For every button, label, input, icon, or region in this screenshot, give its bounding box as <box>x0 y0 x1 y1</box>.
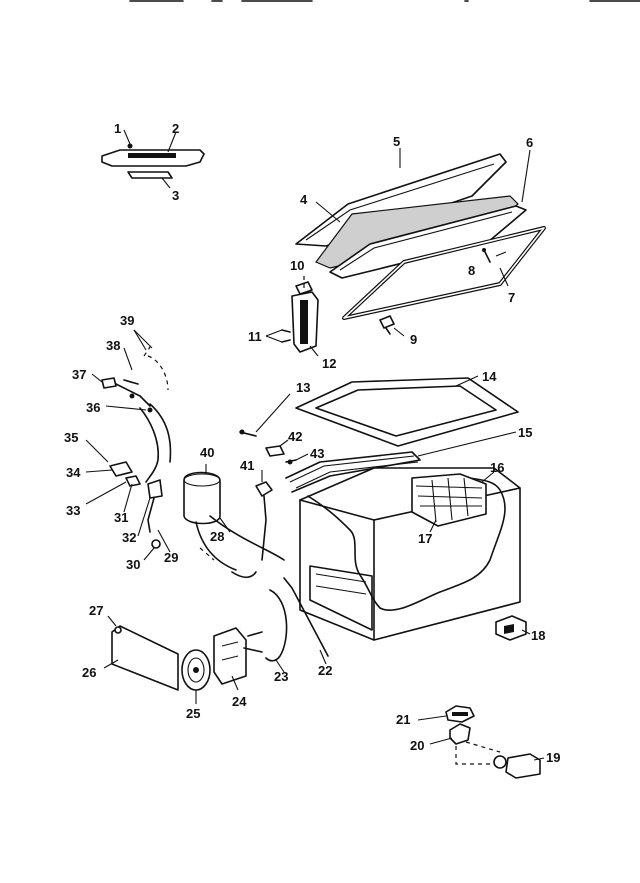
callout-24: 24 <box>232 694 247 709</box>
callout-38: 38 <box>106 338 120 353</box>
callout-33: 33 <box>66 503 80 518</box>
access-panel <box>111 625 179 691</box>
callout-40: 40 <box>200 445 214 460</box>
callout-19: 19 <box>546 750 560 765</box>
hinge-assembly <box>265 276 319 357</box>
cabinet-body <box>283 467 521 665</box>
callout-8: 8 <box>468 263 475 278</box>
callout-22: 22 <box>318 663 332 678</box>
lid-assembly <box>295 148 546 337</box>
callout-16: 16 <box>490 460 504 475</box>
callout-6: 6 <box>526 135 533 150</box>
thermostat-block <box>495 615 531 641</box>
callout-5: 5 <box>393 134 400 149</box>
compressor <box>183 471 221 525</box>
callout-43: 43 <box>310 446 324 461</box>
lid-liner <box>329 205 527 279</box>
callout-15: 15 <box>518 425 532 440</box>
callout-4: 4 <box>300 192 308 207</box>
relay <box>255 481 273 497</box>
drain-fitting <box>505 753 541 779</box>
cord-clamp <box>109 461 133 477</box>
callout-35: 35 <box>64 430 78 445</box>
drain-assembly <box>417 705 545 779</box>
compressor-and-electrical <box>85 329 309 579</box>
switch <box>265 445 285 457</box>
lid-screw <box>379 315 395 329</box>
handle-base <box>127 171 173 179</box>
callout-26: 26 <box>82 665 96 680</box>
callout-37: 37 <box>72 367 86 382</box>
callout-7: 7 <box>508 290 515 305</box>
callout-18: 18 <box>531 628 545 643</box>
grommet <box>151 539 161 549</box>
callout-12: 12 <box>322 356 336 371</box>
callout-3: 3 <box>172 188 179 203</box>
callout-2: 2 <box>172 121 179 136</box>
callout-9: 9 <box>410 332 417 347</box>
callout-39: 39 <box>120 313 134 328</box>
callout-14: 14 <box>482 369 497 384</box>
cabinet-shell <box>299 467 521 641</box>
callout-28: 28 <box>210 529 224 544</box>
callout-29: 29 <box>164 550 178 565</box>
callout-41: 41 <box>240 458 254 473</box>
callout-25: 25 <box>186 706 200 721</box>
callout-23: 23 <box>274 669 288 684</box>
fan-bracket <box>213 627 247 685</box>
machine-compartment-parts <box>103 589 288 704</box>
power-cord-plug <box>101 377 117 389</box>
drain-plug <box>449 723 471 745</box>
callout-32: 32 <box>122 530 136 545</box>
callout-13: 13 <box>296 380 310 395</box>
callout-17: 17 <box>418 531 432 546</box>
cabinet-top-parts <box>239 375 519 493</box>
callout-11: 11 <box>248 329 262 344</box>
callout-1: 1 <box>114 121 121 136</box>
callout-30: 30 <box>126 557 140 572</box>
cabinet-liner <box>307 477 506 611</box>
callout-20: 20 <box>410 738 424 753</box>
callout-21: 21 <box>396 712 410 727</box>
lid-handle-assembly <box>101 129 205 189</box>
callout-36: 36 <box>86 400 100 415</box>
handle-screw <box>127 143 133 149</box>
handle-insert <box>128 153 176 158</box>
callout-27: 27 <box>89 603 103 618</box>
callout-34: 34 <box>66 465 81 480</box>
callout-42: 42 <box>288 429 302 444</box>
callout-31: 31 <box>114 510 128 525</box>
callout-10: 10 <box>290 258 304 273</box>
